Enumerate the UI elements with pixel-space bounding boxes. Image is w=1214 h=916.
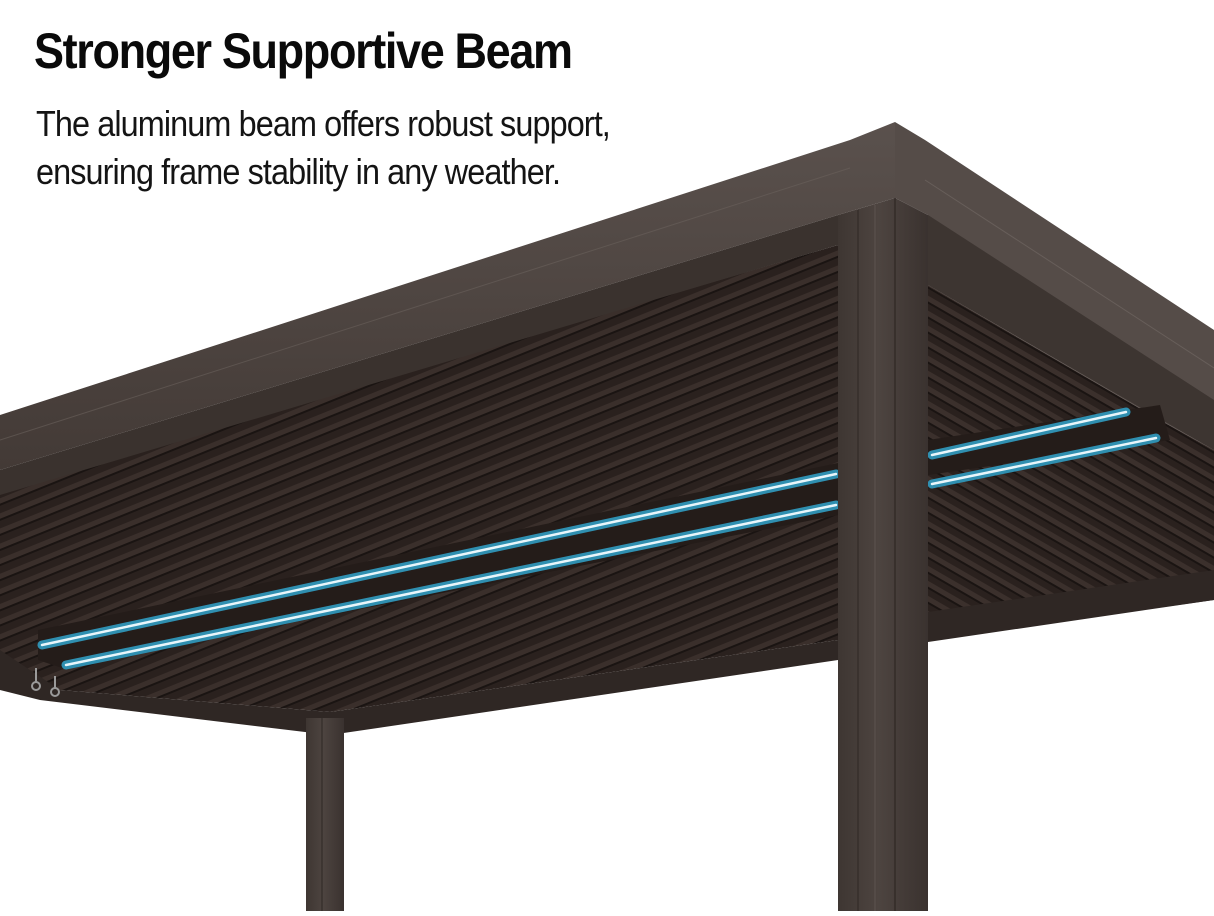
support-beam-right	[928, 405, 1170, 475]
hook-icon	[31, 668, 60, 697]
front-top-beam	[0, 122, 895, 470]
description-line-2: ensuring frame stability in any weather.	[36, 151, 561, 192]
headline: Stronger Supportive Beam	[34, 23, 573, 79]
description: The aluminum beam offers robust support,…	[36, 100, 611, 196]
post-front-right	[838, 198, 928, 911]
post-back-left	[306, 718, 344, 911]
louver-ceiling-right	[928, 285, 1214, 640]
beam-highlight	[37, 407, 1161, 670]
description-line-1: The aluminum beam offers robust support,	[36, 103, 611, 144]
